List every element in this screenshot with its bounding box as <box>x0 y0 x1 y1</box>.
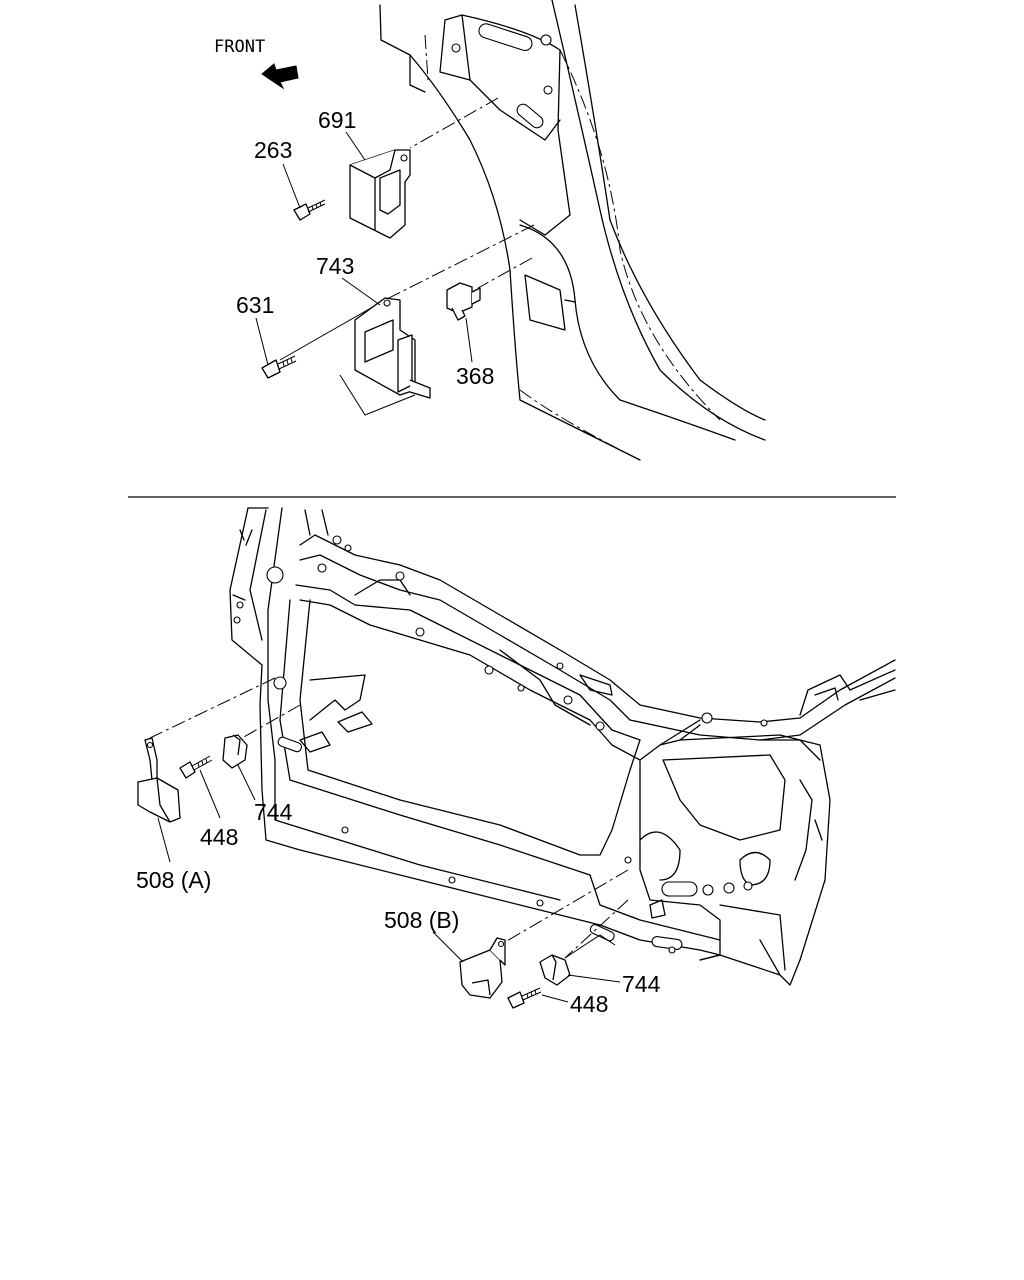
clip-744b <box>539 954 571 986</box>
callout-744-b: 744 <box>622 971 661 997</box>
callout-448-a: 448 <box>200 824 238 850</box>
callout-508-b: 508 (B) <box>384 907 459 933</box>
front-label: FRONT <box>214 37 265 57</box>
callout-691: 691 <box>318 107 356 133</box>
bolt-263 <box>293 199 326 221</box>
front-arrow-icon <box>261 63 299 90</box>
callout-744-a: 744 <box>254 799 293 825</box>
clip-744a <box>222 734 248 769</box>
sensor-508a <box>137 737 181 823</box>
callout-263: 263 <box>254 137 292 163</box>
bottom-panel: 448 744 508 (A) 508 (B) 744 448 <box>136 507 896 1017</box>
module-691 <box>349 149 411 239</box>
sensor-508b <box>459 937 506 999</box>
body-pillar <box>379 0 766 461</box>
callout-508-a: 508 (A) <box>136 867 211 893</box>
bolt-448a <box>179 755 213 779</box>
radiator-support-frame <box>229 507 896 986</box>
bolt-631 <box>261 355 297 379</box>
callout-368: 368 <box>456 363 494 389</box>
top-panel: FRONT <box>214 0 766 461</box>
sensor-368 <box>446 282 481 321</box>
bolt-448b <box>507 987 542 1009</box>
control-unit-743 <box>354 297 431 399</box>
callout-631: 631 <box>236 292 274 318</box>
callout-743: 743 <box>316 253 354 279</box>
callout-448-b: 448 <box>570 991 608 1017</box>
